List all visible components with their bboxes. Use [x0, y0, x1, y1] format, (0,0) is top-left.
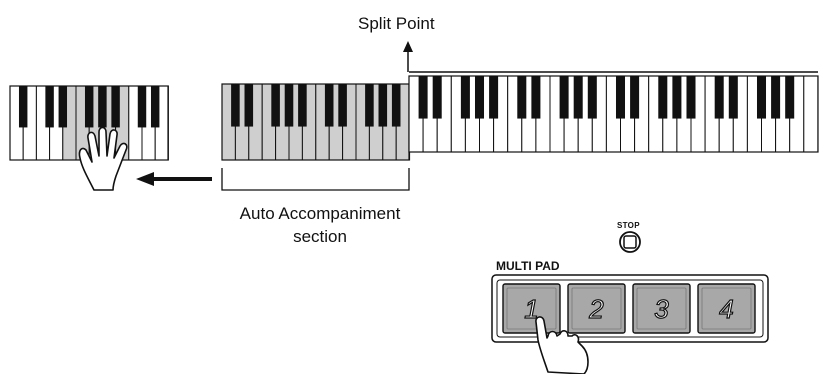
multi-pad-3-button[interactable] [632, 283, 691, 334]
black-key [271, 84, 280, 127]
black-key [391, 84, 401, 127]
black-key [771, 76, 781, 119]
black-key [98, 86, 107, 128]
black-key [137, 86, 147, 128]
multi-pad-1-button[interactable] [502, 283, 561, 334]
hand-icon [78, 126, 128, 191]
black-key [378, 84, 388, 127]
black-key [686, 76, 696, 119]
black-key [559, 76, 569, 119]
black-key [658, 76, 668, 119]
black-key [460, 76, 470, 119]
black-key [324, 84, 334, 127]
auto-accompaniment-label-line2: section [293, 227, 347, 246]
multi-pad-inner-bevel [506, 287, 557, 330]
multi-pad-2-label: 2 [588, 294, 604, 324]
multi-pad-4-button[interactable] [697, 283, 756, 334]
black-key [489, 76, 499, 119]
black-key [244, 84, 254, 127]
right-keyboard-frame [408, 75, 819, 153]
black-key [284, 84, 294, 127]
black-key [298, 84, 307, 127]
black-key [672, 76, 682, 119]
white-key [803, 75, 819, 153]
black-key [111, 86, 120, 128]
black-key [45, 86, 54, 128]
split-point-label: Split Point [358, 14, 435, 33]
black-key [615, 76, 626, 119]
black-key [630, 76, 640, 119]
black-key [573, 76, 583, 119]
auto-accompaniment-label: Auto Accompaniment section [200, 202, 440, 248]
multi-pad-inner-bevel [571, 287, 622, 330]
multi-pad-inner-frame [496, 279, 764, 338]
pressing-hand-icon [535, 316, 589, 375]
split-point-arrow-icon [403, 41, 413, 52]
stop-button[interactable] [623, 235, 637, 249]
black-key [150, 86, 160, 128]
accompaniment-bracket [221, 168, 410, 191]
multi-pad-inner-bevel [701, 287, 752, 330]
auto-accompaniment-keyboard [221, 83, 411, 161]
black-key [517, 76, 527, 119]
multi-pad-4-label: 4 [719, 294, 733, 324]
black-key [418, 76, 428, 119]
black-key [756, 76, 767, 119]
black-key [58, 86, 68, 128]
black-key [231, 84, 240, 127]
left-hand-keyboard [9, 85, 169, 161]
black-key [531, 76, 541, 119]
left-arrow-icon [136, 172, 154, 186]
multi-pad-3-label: 3 [654, 294, 669, 324]
right-keyboard [408, 71, 819, 153]
black-key [18, 86, 28, 128]
black-key [714, 76, 724, 119]
auto-accompaniment-label-line1: Auto Accompaniment [239, 204, 401, 223]
stop-label: STOP [617, 221, 640, 230]
black-key [338, 84, 347, 127]
multi-pad-inner-bevel [636, 287, 687, 330]
black-key [365, 84, 374, 127]
multi-pad-label: MULTI PAD [496, 259, 560, 273]
black-key [474, 76, 485, 119]
multi-pad-1-label: 1 [524, 294, 538, 324]
black-key [785, 76, 795, 119]
multi-pad-2-button[interactable] [567, 283, 626, 334]
black-key [728, 76, 738, 119]
black-key [587, 76, 597, 119]
black-key [432, 76, 442, 119]
black-key [84, 86, 94, 128]
